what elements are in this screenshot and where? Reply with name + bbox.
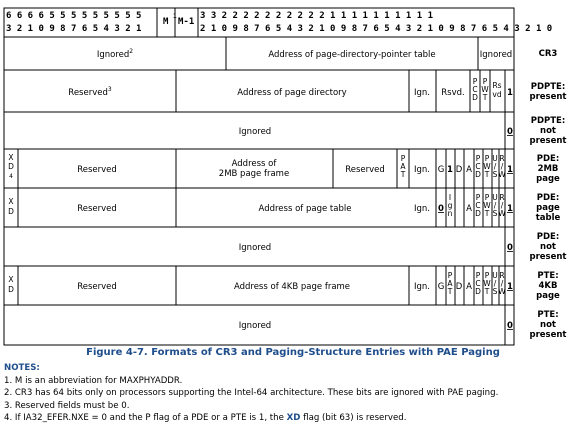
pte-reserved: Reserved bbox=[77, 282, 117, 292]
pde2mb-a: A bbox=[466, 165, 472, 175]
notes-heading: NOTES: bbox=[4, 363, 40, 373]
row-label-cr3: CR3 bbox=[539, 49, 558, 59]
note-item: 1. M is an abbreviation for MAXPHYADDR. bbox=[4, 375, 183, 386]
note-item: 4. If IA32_EFER.NXE = 0 and the P flag o… bbox=[4, 412, 582, 425]
pdpte-np-zero: 0 bbox=[507, 127, 513, 137]
pdpte-bit-one: 1 bbox=[507, 88, 513, 98]
pdenp-ignored: Ignored bbox=[239, 243, 271, 253]
note-item: 3. Reserved fields must be 0. bbox=[4, 400, 130, 411]
pte-a: A bbox=[466, 282, 472, 292]
pde2mb-reserved-2: Reserved bbox=[345, 165, 385, 175]
pte-ign: Ign. bbox=[414, 282, 430, 292]
pdept-reserved: Reserved bbox=[77, 204, 117, 214]
pdpte-ign: Ign. bbox=[414, 88, 430, 98]
pdpte-np-ignored: Ignored bbox=[239, 127, 271, 137]
pde2mb-d: D bbox=[456, 165, 463, 175]
pdept-ign: Ign. bbox=[414, 204, 430, 214]
pde2mb-reserved: Reserved bbox=[77, 165, 117, 175]
pdpte-reserved: Reserved3 bbox=[68, 86, 112, 98]
cr3-ignored-low: Ignored bbox=[480, 50, 512, 60]
pdept-rw: R/W bbox=[498, 193, 506, 218]
header-M: M bbox=[163, 17, 169, 27]
pdept-address: Address of page table bbox=[259, 204, 352, 214]
pdpte-address: Address of page directory bbox=[237, 88, 346, 98]
notes: NOTES: 1. M is an abbreviation for MAXPH… bbox=[4, 362, 582, 425]
pte-us: U/S bbox=[492, 271, 498, 296]
header-bits-right-bottom: 2 1 0 9 8 7 6 5 4 3 2 1 0 9 8 7 6 5 4 3 … bbox=[200, 24, 552, 34]
figure-caption: Figure 4-7. Formats of CR3 and Paging-St… bbox=[86, 347, 500, 358]
header-bits-left-top: 6 6 6 6 5 5 5 5 5 5 5 5 5 bbox=[6, 11, 141, 21]
row-label-pdpte-present: PDPTE:present bbox=[530, 82, 567, 102]
pde2mb-us: U/S bbox=[492, 154, 498, 179]
pte-g: G bbox=[438, 282, 445, 292]
pde2mb-p: 1 bbox=[507, 165, 513, 175]
pte-rw: R/W bbox=[498, 271, 506, 296]
pdept-us: U/S bbox=[492, 193, 498, 218]
note-4-text: 4. If IA32_EFER.NXE = 0 and the P flag o… bbox=[4, 413, 407, 424]
cr3-address: Address of page-directory-pointer table bbox=[268, 50, 435, 60]
pdept-p: 1 bbox=[507, 204, 513, 214]
pde2mb-rw: R/W bbox=[498, 154, 506, 179]
pdpte-rsvd: Rsvd. bbox=[441, 88, 464, 98]
header-bits-left-bottom: 3 2 1 0 9 8 7 6 5 4 3 2 1 bbox=[6, 24, 141, 34]
pte-p: 1 bbox=[507, 282, 513, 292]
pde2mb-ign: Ign. bbox=[414, 165, 430, 175]
pde2mb-ps: 1 bbox=[447, 165, 453, 175]
pte-d: D bbox=[456, 282, 463, 292]
pte-address: Address of 4KB page frame bbox=[234, 282, 350, 292]
ptenp-ignored: Ignored bbox=[239, 321, 271, 331]
pde2mb-g: G bbox=[438, 165, 445, 175]
ptenp-zero: 0 bbox=[507, 321, 513, 331]
header-bits-right-top: 3 3 2 2 2 2 2 2 2 2 2 2 1 1 1 1 1 1 1 1 … bbox=[200, 11, 433, 21]
cr3-ignored: Ignored2 bbox=[97, 48, 133, 60]
pdenp-zero: 0 bbox=[507, 243, 513, 253]
pdept-ps: 0 bbox=[438, 204, 444, 214]
header-M1: M-1 bbox=[178, 17, 194, 27]
note-item: 2. CR3 has 64 bits only on processors su… bbox=[4, 388, 499, 399]
pdept-a: A bbox=[466, 204, 472, 214]
